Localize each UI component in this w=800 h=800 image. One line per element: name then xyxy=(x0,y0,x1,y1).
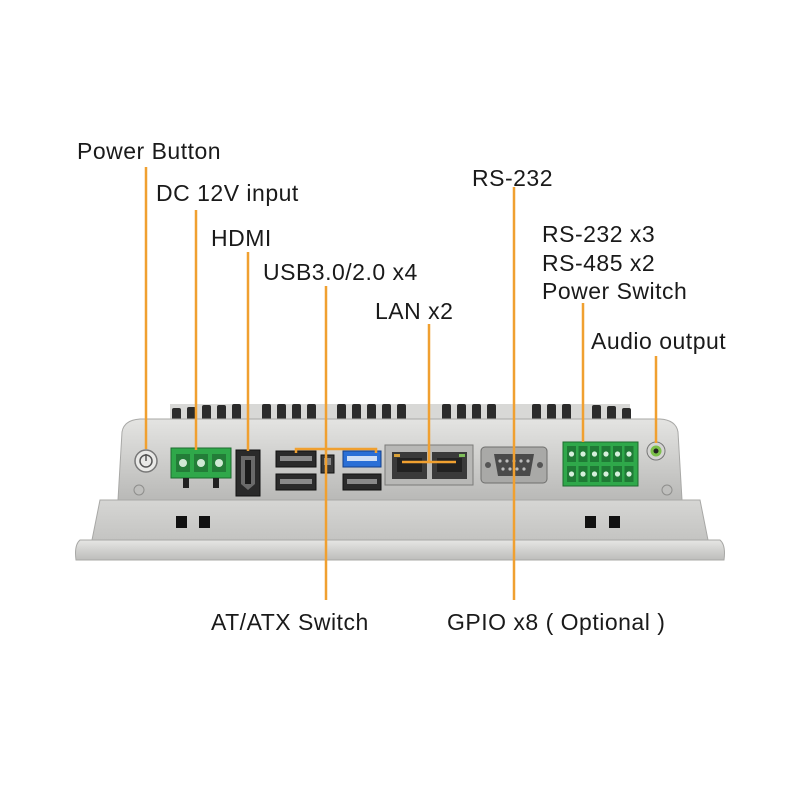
terminal-screw xyxy=(614,451,621,457)
label-multi-line2: RS-485 x2 xyxy=(542,250,656,276)
terminal-screw xyxy=(568,451,575,457)
mount-slots xyxy=(176,516,620,528)
leader-lines xyxy=(144,167,658,600)
at-atx-switch xyxy=(320,454,335,474)
label-rs232: RS-232 xyxy=(472,165,553,191)
chassis-screw xyxy=(661,484,673,496)
terminal-screw xyxy=(591,471,598,477)
terminal-screw xyxy=(626,451,632,457)
dc-input-port xyxy=(170,447,232,488)
audio-output-port xyxy=(646,441,666,461)
label-multi-line1: RS-232 x3 xyxy=(542,221,656,247)
terminal-screw xyxy=(580,451,586,457)
label-gpio: GPIO x8 ( Optional ) xyxy=(447,609,666,635)
front-bezel-base xyxy=(75,539,725,561)
label-lan: LAN x2 xyxy=(375,298,454,324)
label-at-atx: AT/ATX Switch xyxy=(211,609,369,635)
terminal-screw xyxy=(614,471,621,477)
usb-ports xyxy=(275,450,382,491)
terminal-screw xyxy=(603,451,609,457)
terminal-screw xyxy=(580,471,586,477)
terminal-screw xyxy=(603,471,609,477)
label-hdmi: HDMI xyxy=(211,225,272,251)
label-multi-line3: Power Switch xyxy=(542,278,688,304)
label-audio: Audio output xyxy=(591,328,727,354)
terminal-screw xyxy=(591,451,598,457)
serial-terminal-block xyxy=(562,441,639,487)
chassis-screw xyxy=(133,484,145,496)
terminal-screw xyxy=(626,471,632,477)
power-button-port xyxy=(134,449,158,473)
label-power-button: Power Button xyxy=(77,138,222,164)
leader-usb-branch xyxy=(294,447,378,453)
terminal-screw xyxy=(568,471,575,477)
label-dc-input: DC 12V input xyxy=(156,180,299,206)
label-usb: USB3.0/2.0 x4 xyxy=(263,259,418,285)
hdmi-port xyxy=(235,449,261,497)
